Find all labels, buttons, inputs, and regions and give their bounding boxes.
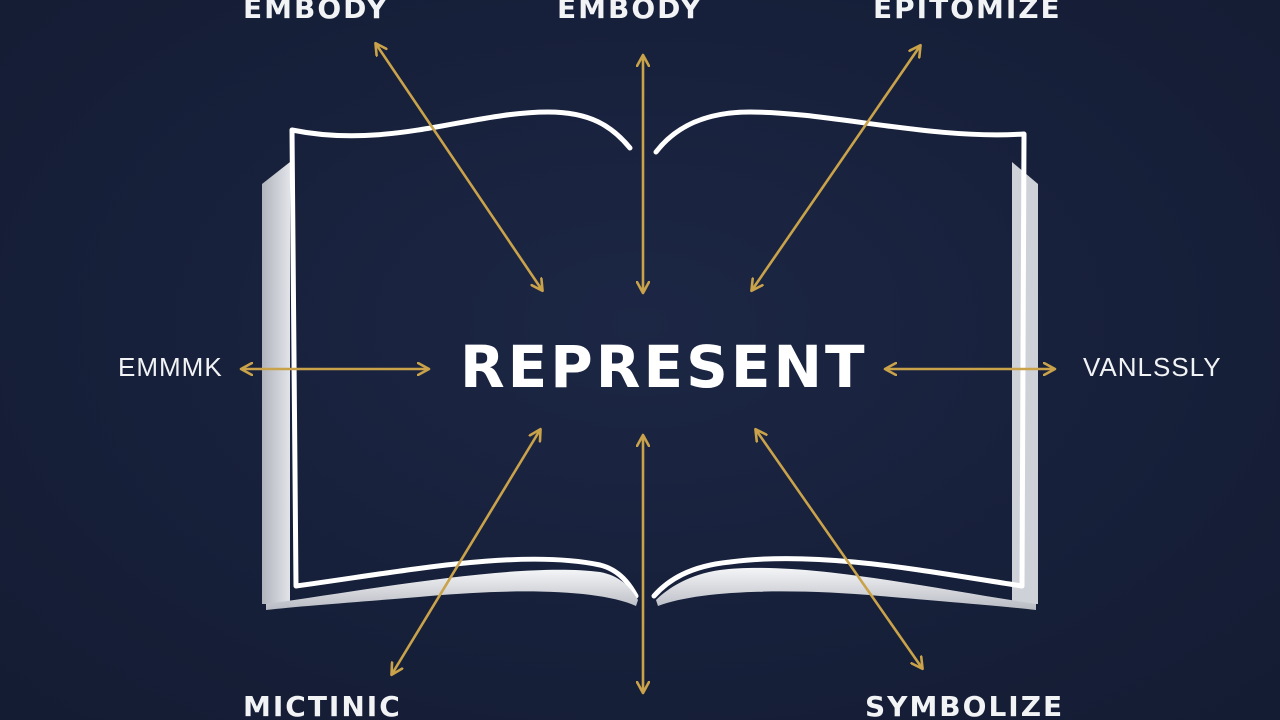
arrow-bottom-left [392,430,540,674]
arrow-bottom-right [756,430,922,668]
word-bottom-left: MICTINIC [243,690,402,720]
word-top-left: EMBODY [243,0,389,25]
center-word: REPRESENT [460,333,868,401]
book-left-cover-edge [262,162,290,604]
word-right: VANLSSLY [1083,352,1222,382]
arrow-top-left [376,44,542,290]
book-right-page-bottom [656,567,1036,610]
word-top-right: EPITOMIZE [873,0,1062,25]
word-left: EMMMK [118,352,223,382]
open-book-icon [262,109,1038,610]
arrow-top-right [752,46,920,290]
word-bottom-right: SYMBOLIZE [865,690,1065,720]
arrows [242,44,1054,692]
word-top-center: EMBODY [557,0,703,25]
